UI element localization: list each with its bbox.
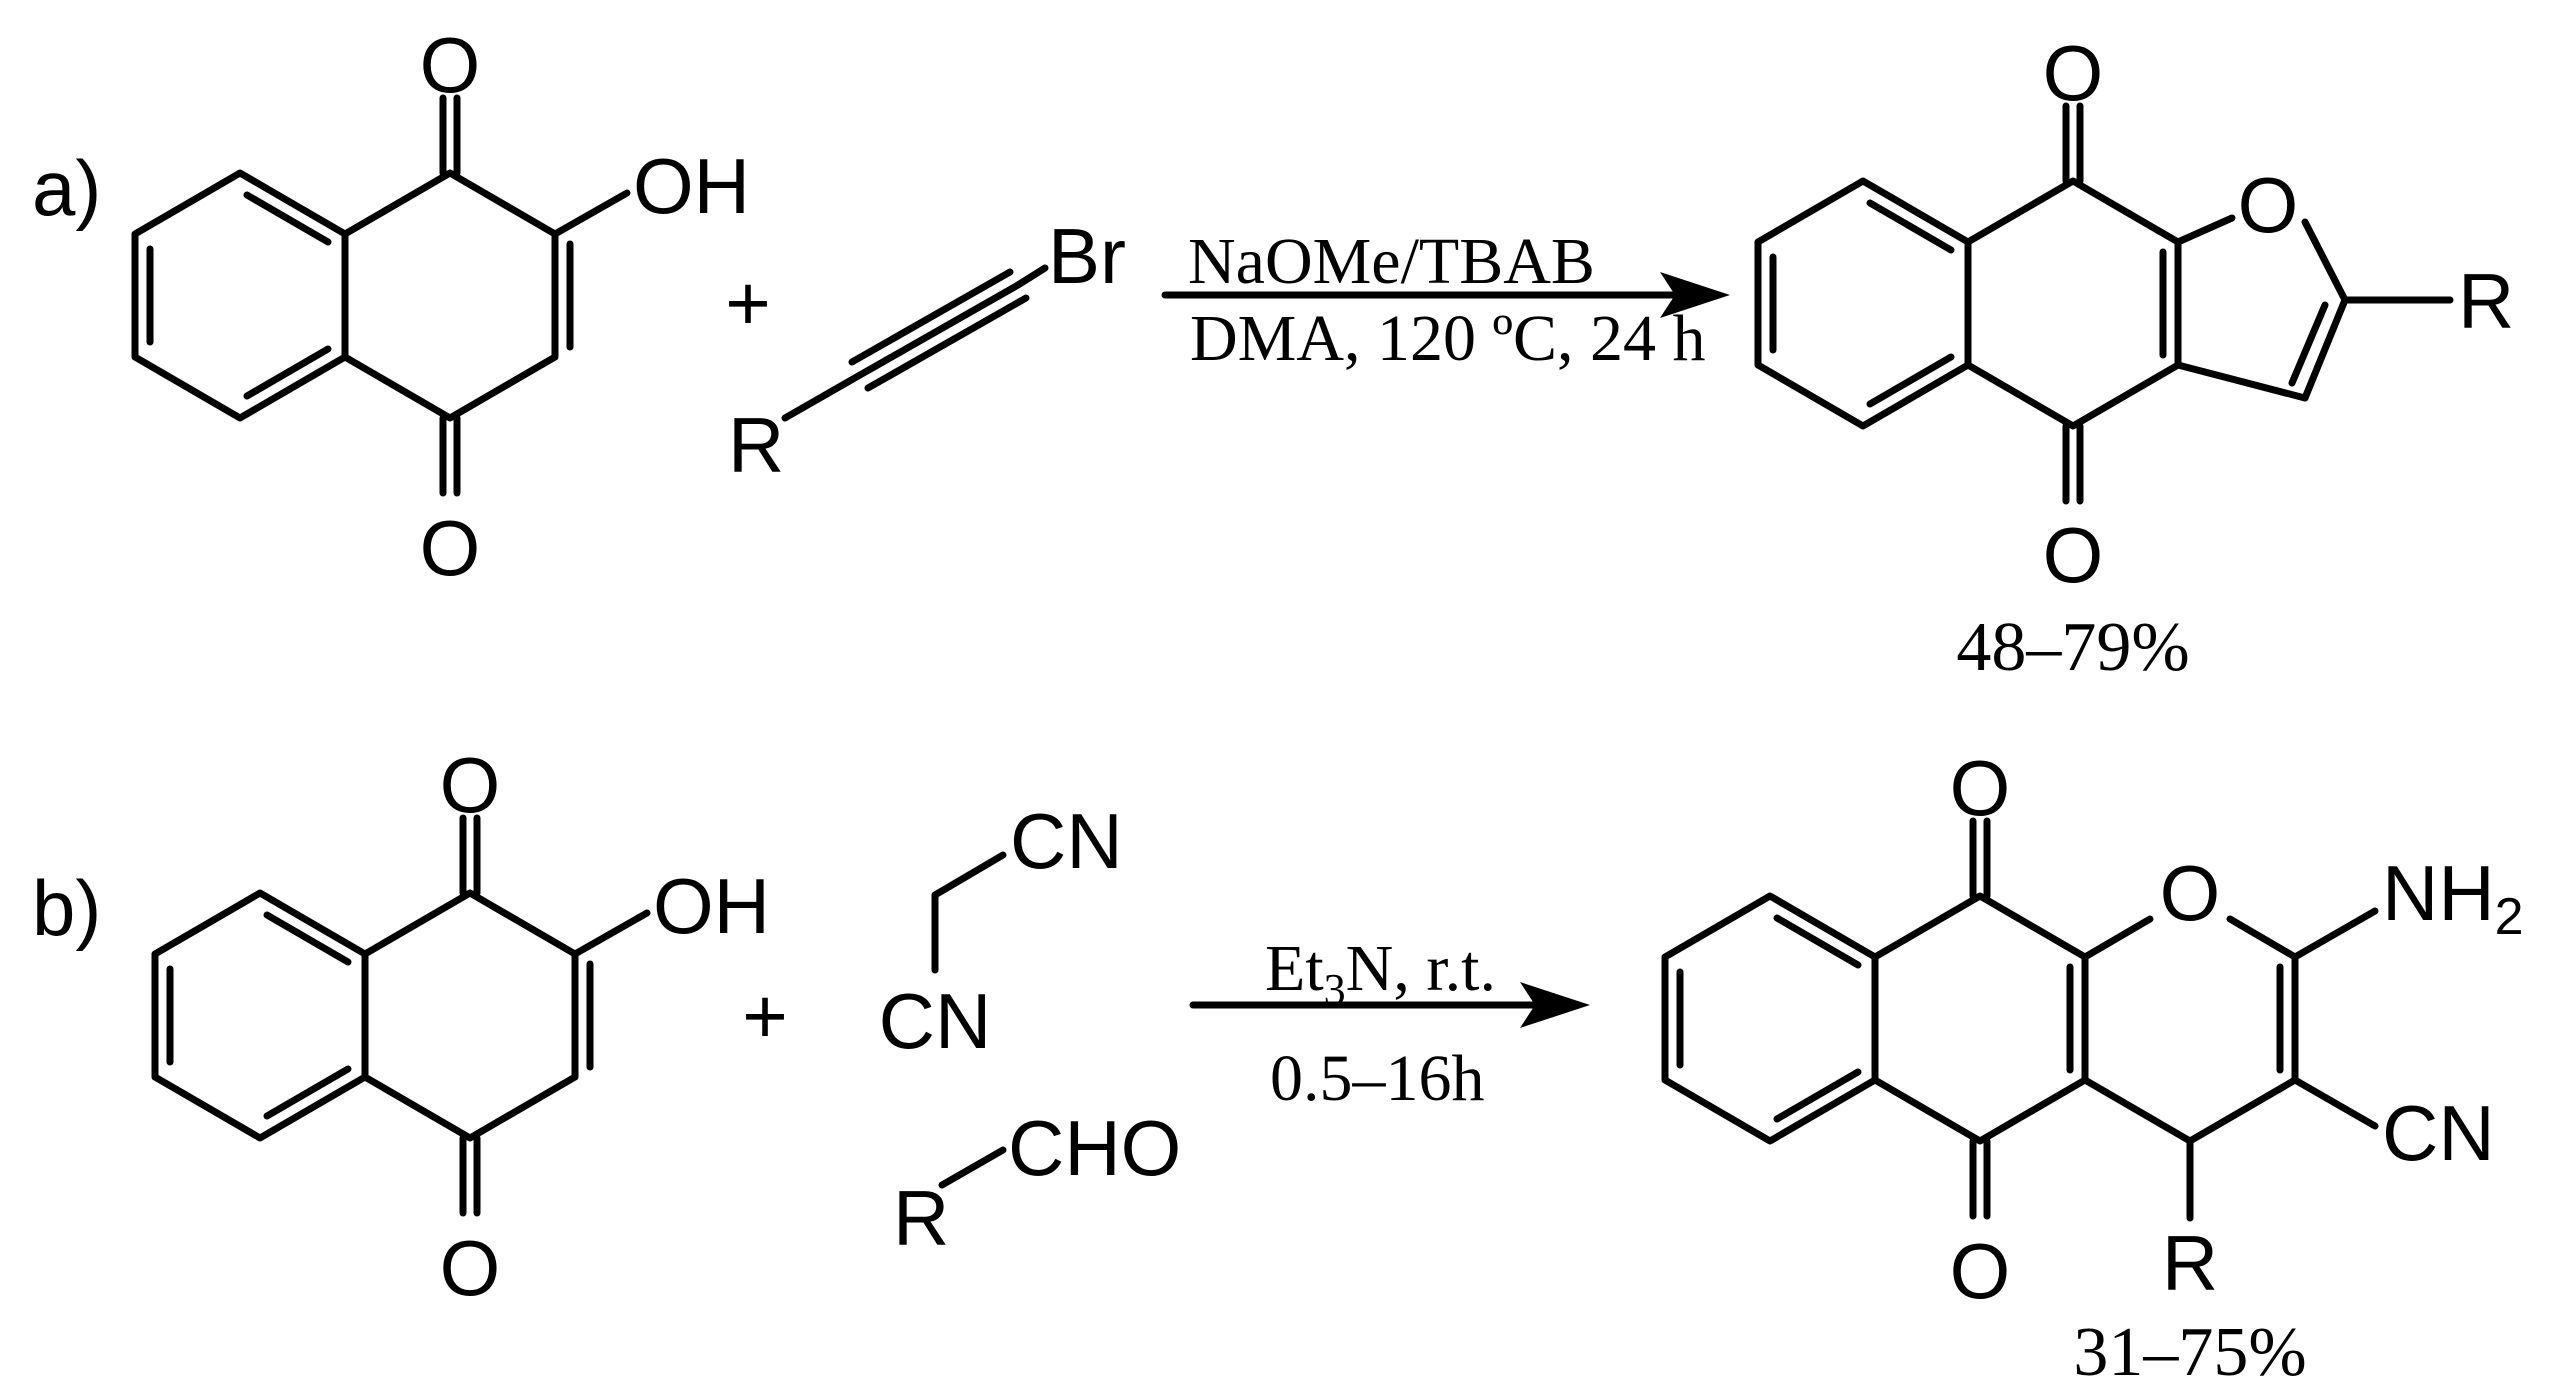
condition-time: 0.5–16h: [1270, 1042, 1485, 1115]
aldehyde-bond: [938, 1146, 1007, 1189]
atom-r: R: [893, 1174, 949, 1262]
atom-o-bottom: O: [1950, 1227, 2011, 1315]
atom-o-top: O: [2043, 29, 2104, 117]
aromatic-inner-bond: [243, 191, 332, 246]
panel-b-reactant-aldehyde: R CHO: [893, 1104, 1181, 1262]
atom-o-top: O: [1950, 744, 2011, 832]
panel-a-reactant-bromoalkyne: Br R: [728, 212, 1126, 489]
aromatic-inner-bond: [1773, 914, 1862, 969]
cyano-bond: [2291, 1076, 2379, 1130]
atom-r: R: [2458, 257, 2514, 345]
aromatic-inner-bond: [263, 1065, 352, 1120]
furan-inner-double-bond: [2288, 301, 2329, 387]
triple-bond: [864, 294, 1030, 392]
aromatic-inner-bond: [243, 345, 332, 400]
atom-nh-subscript: 2: [2495, 888, 2524, 946]
quinone-ring: [341, 169, 559, 422]
panel-a-product-naphthofurandione: O O R O: [1754, 29, 2514, 599]
arrow-head: [1660, 272, 1730, 318]
triple-bond: [848, 268, 1014, 366]
furan-bond: [2301, 296, 2349, 402]
panel-b-yield: 31–75%: [2073, 1314, 2306, 1391]
panel-b-reaction-arrow: Et3N, r.t. 0.5–16h: [1189, 932, 1590, 1115]
atom-cn-bottom: CN: [879, 977, 992, 1065]
atom-o-bottom: O: [420, 504, 481, 592]
hydroxyl-bond: [571, 909, 651, 958]
condition-reagent-rest: N, r.t.: [1346, 932, 1496, 1005]
panel-a-yield: 48–79%: [1956, 609, 2189, 686]
alkyl-bond: [781, 371, 864, 422]
panel-a: a) O OH O + Br R: [32, 21, 2514, 686]
hydroxyl-bond: [551, 189, 631, 238]
atom-r: R: [2162, 1219, 2218, 1307]
panel-b-reactant-hydroxynaphthoquinone: O OH O: [151, 741, 770, 1312]
atom-nh2: NH2: [2382, 849, 2524, 946]
condition-solvent-temperature-time: DMA, 120 ºC, 24 h: [1190, 302, 1706, 375]
panel-a-reactant-hydroxynaphthoquinone: O OH O: [131, 21, 750, 592]
panel-a-label: a): [32, 144, 101, 232]
panel-a-reaction-arrow: NaOMe/TBAB DMA, 120 ºC, 24 h: [1161, 225, 1730, 375]
quinone-ring: [1964, 177, 2182, 430]
pyran-bond: [2226, 915, 2299, 961]
furan-bond: [2174, 361, 2309, 402]
pyran-bond: [2081, 915, 2154, 961]
cn-bond-top: [931, 851, 1007, 899]
atom-nh: NH: [2382, 849, 2495, 937]
triple-bond: [856, 281, 1022, 379]
quinone-ring: [361, 889, 579, 1142]
plus-sign: +: [725, 259, 771, 347]
condition-reagent: Et3N, r.t.: [1265, 932, 1496, 1014]
arrow-head: [1520, 982, 1590, 1028]
atom-o-top: O: [440, 741, 501, 829]
amino-bond: [2291, 907, 2379, 961]
benzo-ring: [131, 169, 349, 422]
atom-r: R: [728, 401, 784, 489]
atom-o-ring: O: [2160, 849, 2221, 937]
condition-reagent-main: Et: [1265, 932, 1324, 1005]
panel-b: b) O OH O + CN CN: [32, 741, 2524, 1391]
panel-b-label: b): [32, 864, 101, 952]
atom-oh: OH: [653, 862, 770, 950]
atom-o-bottom: O: [2043, 511, 2104, 599]
bromo-bond: [1014, 264, 1049, 289]
condition-reagents: NaOMe/TBAB: [1188, 225, 1595, 298]
atom-o-bottom: O: [440, 1224, 501, 1312]
condition-reagent-subscript: 3: [1324, 965, 1346, 1014]
aromatic-inner-bond: [1866, 199, 1955, 254]
aromatic-inner-bond: [263, 911, 352, 966]
pyran-bond: [2081, 1076, 2194, 1145]
atom-cn: CN: [2382, 1089, 2495, 1177]
benzo-ring: [1754, 177, 1972, 430]
quinone-ring: [1871, 892, 2089, 1145]
benzo-ring: [1661, 892, 1879, 1145]
furan-bond: [2174, 214, 2236, 246]
panel-b-product-aminochromene: O O NH2 CN O R: [1661, 744, 2524, 1315]
atom-cn-top: CN: [1010, 797, 1123, 885]
aromatic-inner-bond: [1866, 353, 1955, 408]
furan-bond: [2301, 218, 2349, 304]
atom-o-top: O: [420, 21, 481, 109]
panel-b-reactant-malononitrile: CN CN: [879, 797, 1123, 1065]
atom-o-ring: O: [2238, 161, 2299, 249]
atom-br: Br: [1048, 212, 1126, 300]
atom-oh: OH: [633, 142, 750, 230]
aromatic-inner-bond: [1773, 1068, 1862, 1123]
pyran-bond: [2186, 1076, 2299, 1145]
atom-cho: CHO: [1008, 1104, 1181, 1192]
benzo-ring: [151, 889, 369, 1142]
plus-sign: +: [742, 972, 788, 1060]
